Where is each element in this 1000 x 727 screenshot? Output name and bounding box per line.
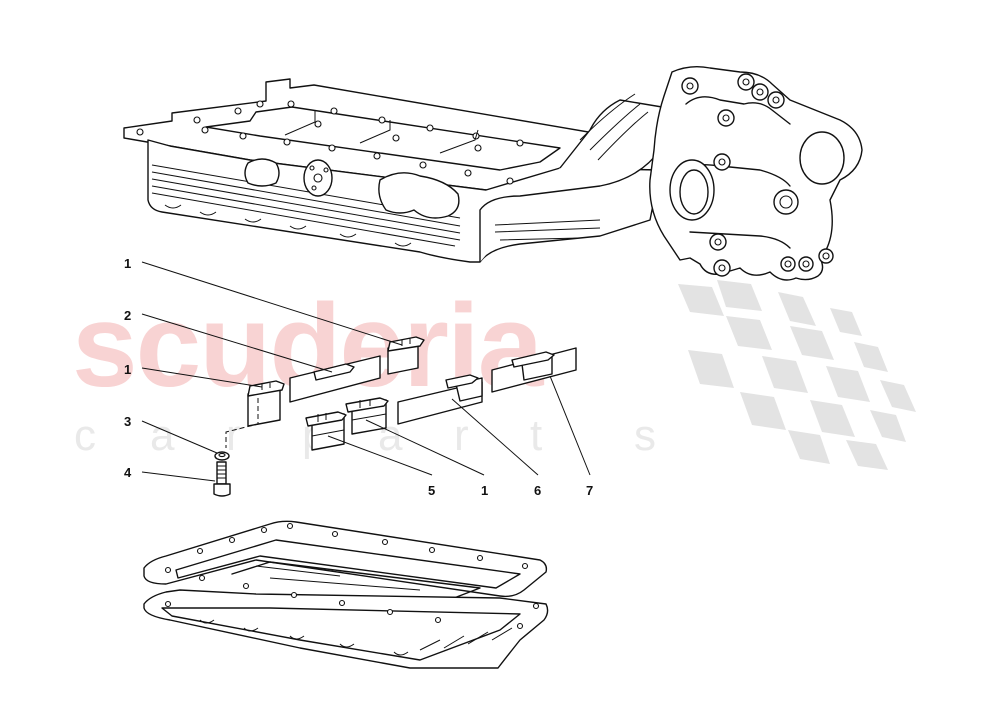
watermark-letter: s <box>634 411 656 460</box>
part-screw <box>213 461 231 497</box>
leader-lines <box>141 261 591 482</box>
callout-label: 7 <box>586 483 593 498</box>
callout-label: 4 <box>124 465 132 480</box>
watermark-letter: r <box>454 411 469 460</box>
callout-label: 6 <box>534 483 541 498</box>
upper-housing <box>123 65 863 281</box>
part-bracket-left <box>247 380 285 427</box>
callout-label: 5 <box>428 483 435 498</box>
callout-label: 2 <box>124 308 131 323</box>
callout-label: 1 <box>124 256 131 271</box>
part-baffle-right <box>491 347 577 393</box>
callout-label: 1 <box>124 362 131 377</box>
callout-label: 1 <box>481 483 488 498</box>
baffle-parts <box>213 336 577 497</box>
watermark-letter: t <box>530 411 542 460</box>
watermark-letter: c <box>74 411 96 460</box>
callout-label: 3 <box>124 414 131 429</box>
checkered-flag-watermark <box>678 280 916 470</box>
watermark-letter: r <box>226 411 241 460</box>
callouts: 1 2 1 3 4 5 1 6 7 <box>124 256 593 498</box>
watermark-letter: a <box>150 411 175 460</box>
part-bracket-upper <box>387 336 425 375</box>
part-bracket-center <box>345 397 389 435</box>
part-baffle-middle <box>397 374 483 425</box>
part-baffle-long <box>289 355 381 403</box>
part-washer <box>214 451 230 461</box>
lower-pan <box>143 520 549 669</box>
part-bracket-tab <box>305 411 347 451</box>
